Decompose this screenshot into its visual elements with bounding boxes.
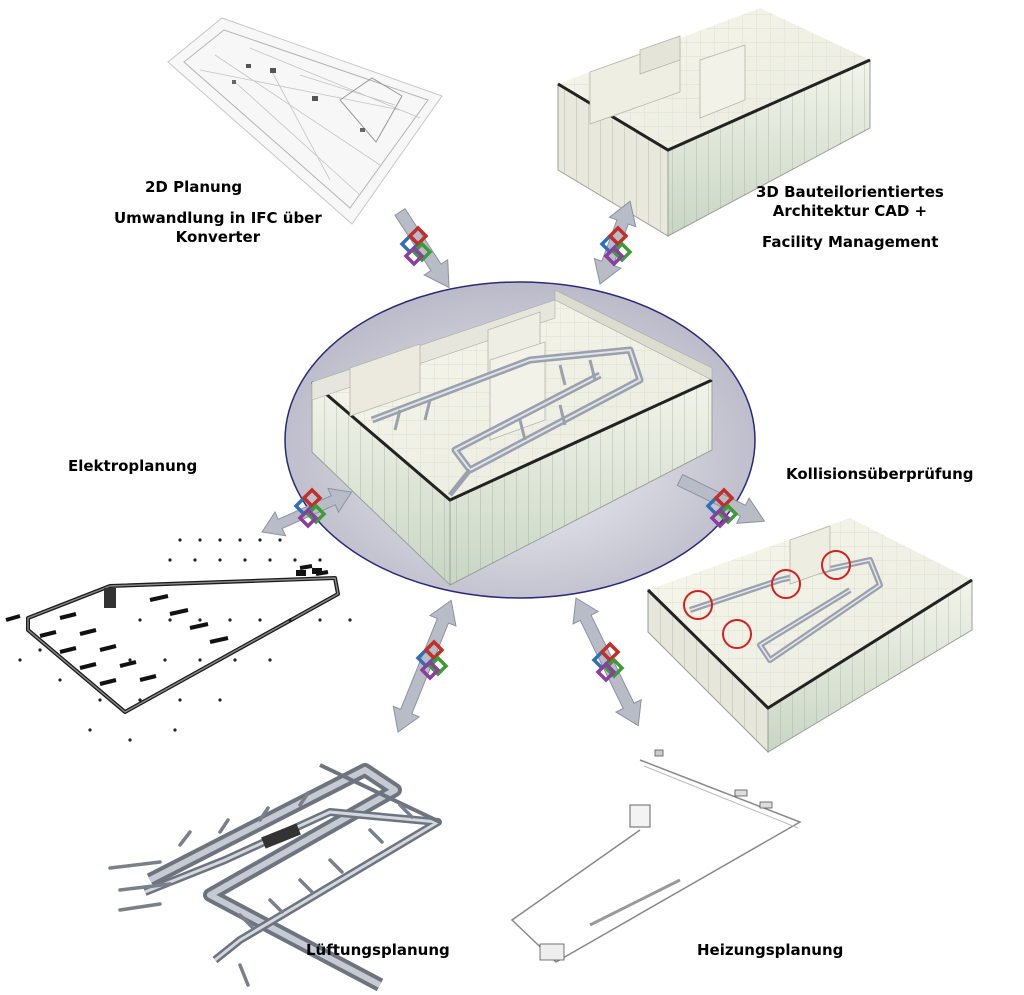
- label-lueftungsplanung: Lüftungsplanung: [306, 941, 450, 959]
- central-building-model: [311, 289, 713, 587]
- floor-plan-2d-image: [167, 17, 443, 225]
- ventilation-duct-model: [108, 763, 442, 992]
- label-cad-line1: 3D Bauteilorientiertes: [756, 183, 944, 201]
- label-ifc-conversion: Umwandlung in IFC über Konverter: [114, 209, 322, 247]
- label-ifc-line2: Konverter: [175, 228, 261, 246]
- label-kollisionspruefung: Kollisionsüberprüfung: [786, 465, 974, 483]
- label-heizungsplanung: Heizungsplanung: [697, 941, 844, 959]
- label-cad-line2: Architektur CAD +: [772, 202, 928, 220]
- collision-check-model: [646, 518, 973, 754]
- collision-marker: [722, 619, 752, 649]
- electrical-plan-model: [5, 538, 352, 742]
- collision-marker: [821, 550, 851, 580]
- label-2d-planung: 2D Planung: [145, 178, 243, 196]
- label-ifc-line1: Umwandlung in IFC über: [114, 209, 322, 227]
- heating-pipe-model: [510, 749, 802, 963]
- arrow-center-to-collision: [676, 473, 766, 524]
- label-elektroplanung: Elektroplanung: [68, 457, 198, 475]
- architecture-3d-model: [557, 8, 871, 237]
- label-3d-cad: 3D Bauteilorientiertes Architektur CAD +: [756, 183, 944, 221]
- collision-marker: [771, 569, 801, 599]
- label-facility-management: Facility Management: [762, 233, 939, 251]
- collision-marker: [683, 590, 713, 620]
- arrow-2d-to-center: [394, 208, 450, 289]
